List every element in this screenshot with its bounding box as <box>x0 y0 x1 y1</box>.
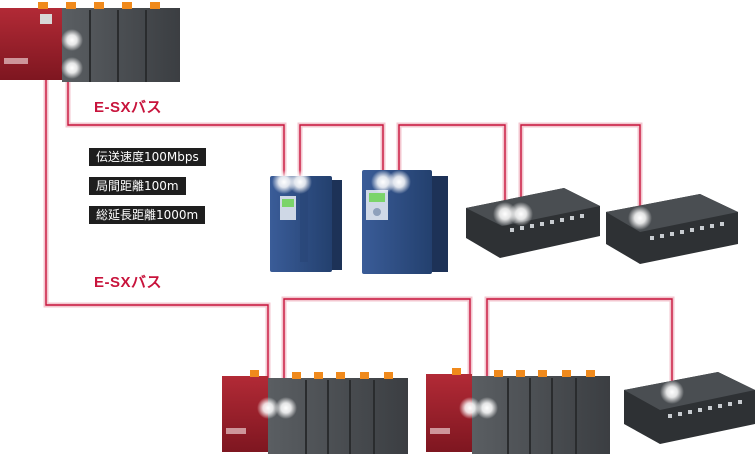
remote-io-2 <box>606 194 738 264</box>
bus-label-upper: E-SXバス <box>94 99 163 116</box>
inverter-small <box>270 170 342 272</box>
bus-label-lower: E-SXバス <box>94 274 163 291</box>
port-glow <box>257 397 279 419</box>
port-glow <box>61 29 83 51</box>
port-glow <box>459 397 481 419</box>
remote-io-1 <box>466 188 600 258</box>
spec-total-length: 総延長距離1000m <box>89 206 206 224</box>
plc-slave-rack-2 <box>426 368 610 454</box>
lower-bus-cable <box>43 39 675 405</box>
bus-cables <box>43 39 675 405</box>
plc-slave-rack-1 <box>222 370 408 454</box>
port-glow <box>275 397 297 419</box>
port-glow <box>288 170 312 194</box>
port-glow <box>61 57 83 79</box>
plc-master-rack <box>0 2 180 82</box>
spec-transmission-speed: 伝送速度100Mbps <box>89 148 206 166</box>
inverter-large <box>362 170 448 274</box>
spec-station-distance: 局間距離100m <box>89 177 186 195</box>
upper-bus-cable <box>65 70 643 216</box>
port-glow <box>509 202 533 226</box>
remote-io-3 <box>624 372 755 444</box>
port-glow <box>660 380 684 404</box>
port-glow <box>387 170 411 194</box>
port-glow <box>476 397 498 419</box>
port-glow <box>628 206 652 230</box>
